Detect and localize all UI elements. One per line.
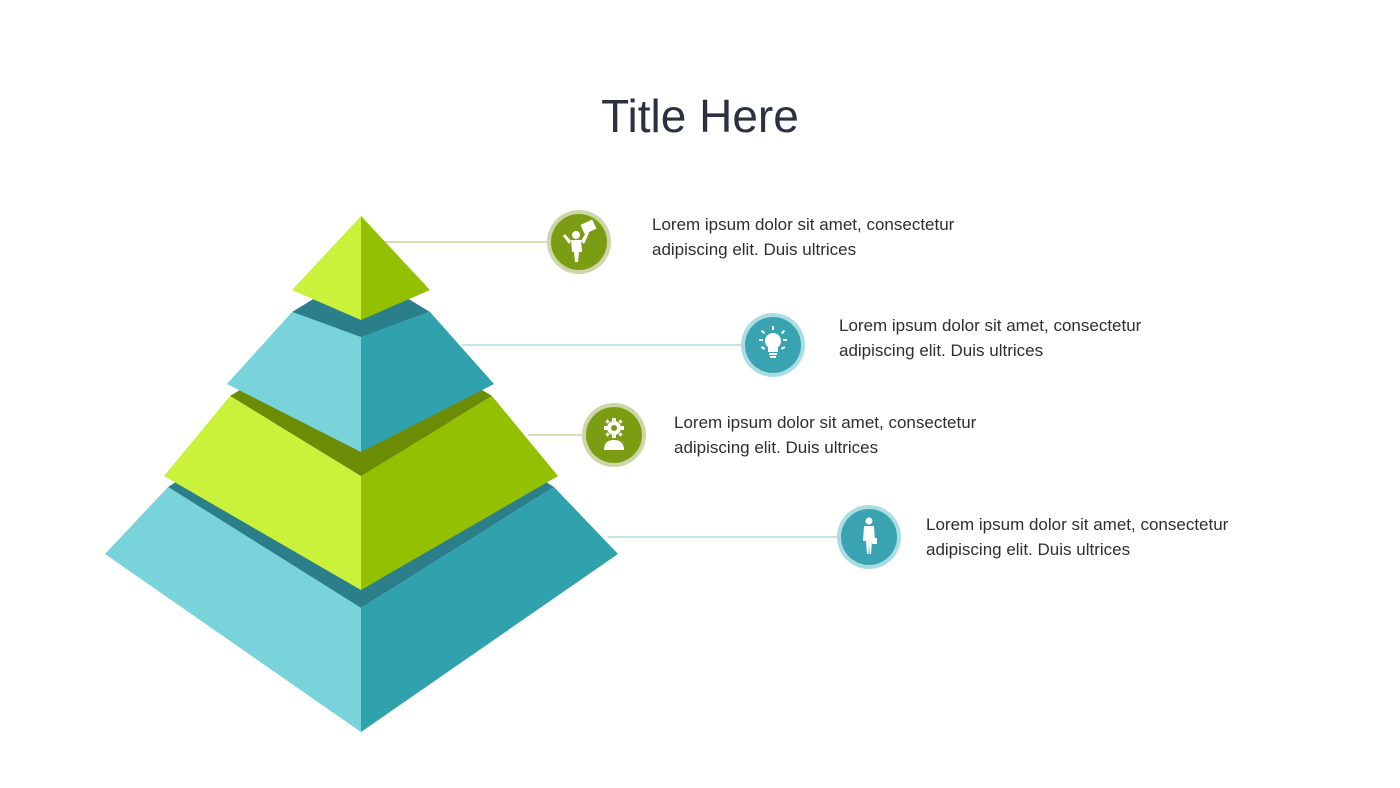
icon-badge-4 — [837, 505, 901, 569]
tier-2-left-face — [227, 312, 361, 452]
level-1-line-1: Lorem ipsum dolor sit amet, consectetur — [652, 215, 955, 234]
level-2-description: Lorem ipsum dolor sit amet, consectetur … — [839, 313, 1199, 363]
tier-4-left-face — [105, 487, 361, 732]
celebrating-person-icon — [563, 219, 597, 262]
level-3-line-1: Lorem ipsum dolor sit amet, consectetur — [674, 413, 977, 432]
level-4-line-1: Lorem ipsum dolor sit amet, consectetur — [926, 515, 1229, 534]
icon-badge-2 — [741, 313, 805, 377]
level-3-description: Lorem ipsum dolor sit amet, consectetur … — [674, 410, 1034, 460]
icon-badge-3 — [582, 403, 646, 467]
level-1-line-2: adipiscing elit. Duis ultrices — [652, 240, 857, 259]
level-4-description: Lorem ipsum dolor sit amet, consectetur … — [926, 512, 1286, 562]
tier-2-right-face — [361, 312, 494, 452]
level-3-line-2: adipiscing elit. Duis ultrices — [674, 438, 879, 457]
level-2-line-2: adipiscing elit. Duis ultrices — [839, 341, 1044, 360]
tier-3-right-face — [361, 396, 558, 590]
businessman-icon — [863, 517, 877, 554]
icon-badge-1 — [547, 210, 611, 274]
tier-1-left-face — [292, 216, 361, 320]
slide-title: Title Here — [601, 90, 799, 142]
tier-3-left-face — [164, 396, 361, 590]
tier-1-right-face — [361, 216, 430, 320]
level-1-description: Lorem ipsum dolor sit amet, consectetur … — [652, 212, 1012, 262]
tier-4-right-face — [361, 487, 618, 732]
level-2-line-1: Lorem ipsum dolor sit amet, consectetur — [839, 316, 1142, 335]
pyramid-tier-1 — [292, 216, 430, 320]
level-4-line-2: adipiscing elit. Duis ultrices — [926, 540, 1131, 559]
lightbulb-icon — [759, 326, 787, 358]
person-with-gear-icon — [604, 418, 624, 450]
